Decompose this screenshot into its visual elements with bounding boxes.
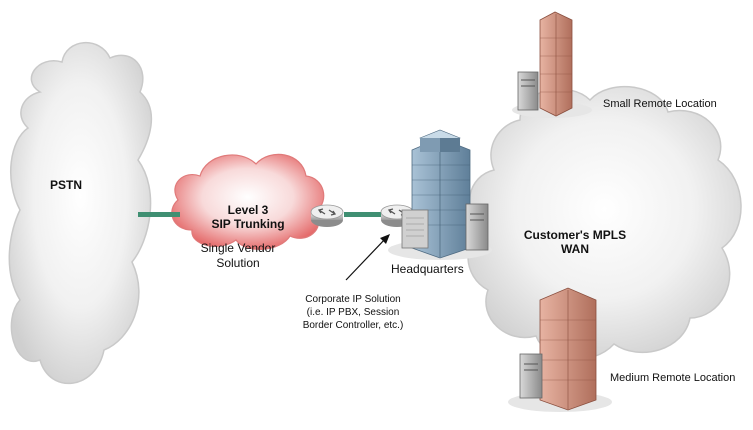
level3-line1: Level 3 (227, 203, 269, 217)
mpls-cloud (467, 86, 742, 360)
link-pstn-level3 (138, 212, 180, 217)
level3-cloud (171, 153, 325, 250)
mpls-label: Customer's MPLS WAN (510, 228, 640, 256)
annotation-line1: Corporate IP Solution (305, 294, 401, 305)
single-vendor-line1: Single Vendor (200, 241, 276, 255)
router-icon (310, 204, 344, 227)
single-vendor-line2: Solution (216, 256, 260, 270)
corporate-ip-annotation: Corporate IP Solution (i.e. IP PBX, Sess… (288, 293, 418, 332)
level3-label: Level 3 SIP Trunking (198, 203, 298, 231)
annotation-line3: Border Controller, etc.) (302, 320, 404, 331)
annotation-arrow (345, 234, 390, 281)
pstn-cloud (8, 42, 153, 385)
annotation-line2: (i.e. IP PBX, Session (306, 307, 400, 318)
network-links (138, 212, 390, 217)
pstn-label: PSTN (50, 178, 83, 192)
small-remote-building-icon (512, 11, 592, 118)
headquarters-building-icon (388, 129, 492, 260)
single-vendor-label: Single Vendor Solution (188, 241, 288, 271)
level3-line2: SIP Trunking (211, 217, 285, 231)
server-icon (517, 71, 539, 111)
medium-remote-label: Medium Remote Location (610, 372, 736, 384)
server-icon (519, 353, 543, 399)
link-level3-hq (344, 212, 390, 217)
medium-remote-building-icon (508, 287, 612, 412)
mpls-line2: WAN (561, 242, 589, 256)
mpls-line1: Customer's MPLS (523, 228, 627, 242)
headquarters-label: Headquarters (391, 262, 464, 276)
server-icon (465, 203, 489, 251)
small-remote-label: Small Remote Location (603, 98, 717, 110)
